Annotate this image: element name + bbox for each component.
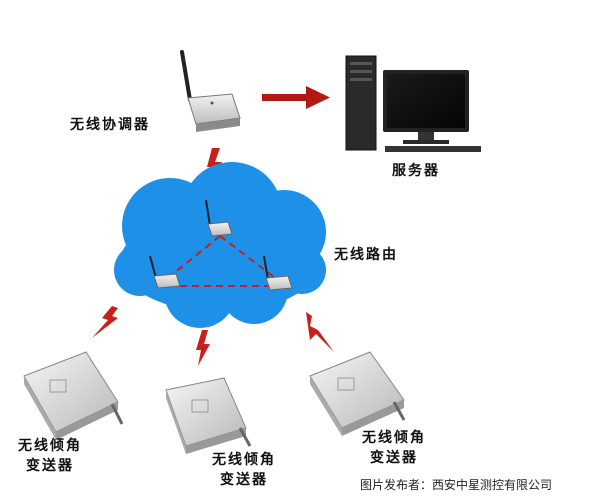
lightning-icon (92, 306, 118, 338)
transmitter-label-middle: 无线倾角 变送器 (212, 450, 276, 490)
server-icon (345, 55, 481, 152)
arrow-right-icon (262, 86, 330, 109)
lightning-icon (207, 148, 222, 182)
tilt-transmitter-icon (309, 351, 406, 436)
transmitter-label-left: 无线倾角 变送器 (18, 436, 82, 476)
server-label: 服务器 (392, 163, 440, 179)
transmitter-label-line1: 无线倾角 (18, 438, 82, 454)
transmitter-label-line2: 变送器 (220, 472, 268, 488)
transmitter-label-line2: 变送器 (26, 458, 74, 474)
router-device-icon (263, 255, 293, 291)
coordinator-label: 无线协调器 (70, 117, 150, 133)
tilt-transmitter-icon (165, 377, 252, 454)
lightning-icon (196, 330, 210, 366)
cloud-icon (114, 162, 326, 328)
transmitter-label-line1: 无线倾角 (212, 452, 276, 468)
image-credit: 图片发布者：西安中星测控有限公司 (360, 478, 553, 492)
coordinator-device-icon (180, 50, 241, 132)
transmitter-label-line1: 无线倾角 (362, 430, 426, 446)
router-mesh-links (167, 235, 279, 287)
router-device-icon (149, 255, 181, 289)
transmitter-label-right: 无线倾角 变送器 (362, 428, 426, 468)
transmitter-label-line2: 变送器 (370, 450, 418, 466)
tilt-transmitter-icon (23, 351, 124, 440)
lightning-icon (306, 312, 334, 352)
router-label: 无线路由 (334, 247, 398, 263)
router-device-icon (205, 199, 233, 237)
